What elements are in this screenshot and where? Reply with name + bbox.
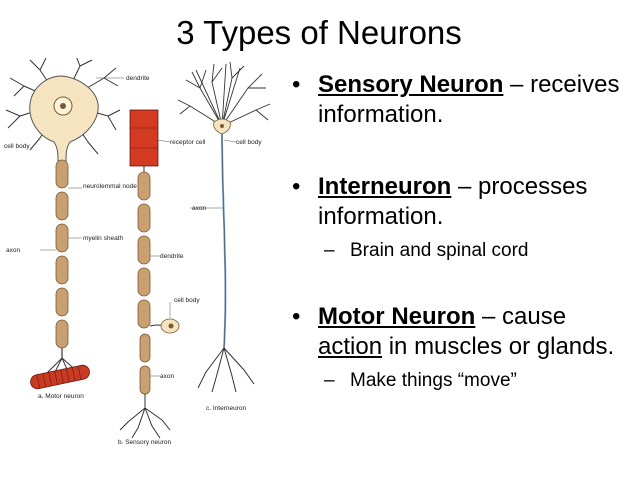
desc-interneuron: – processes information. — [318, 173, 588, 230]
motor-neuron-drawing — [5, 58, 121, 390]
sub-bullet-interneuron: – Brain and spinal cord — [292, 238, 632, 264]
term-interneuron: Interneuron — [318, 173, 452, 200]
label-cell-body-mid: cell body — [174, 297, 200, 304]
bullet-dot: • — [292, 173, 301, 200]
label-dendrite-top: dendrite — [126, 75, 150, 82]
slide-title: 3 Types of Neurons — [176, 14, 462, 51]
bullet-dot: • — [292, 71, 301, 98]
caption-motor-neuron: a. Motor neuron — [38, 393, 84, 400]
desc-sensory-neuron: – receives information. — [318, 71, 620, 128]
sensory-neuron-drawing — [119, 109, 180, 439]
label-dendrite-mid: dendrite — [160, 253, 184, 260]
interneuron-drawing — [177, 61, 271, 393]
sub-text-motor-neuron: Make things “move” — [350, 370, 517, 391]
bullet-list: • Sensory Neuron – receives information.… — [292, 70, 632, 394]
label-cell-body-right: cell body — [236, 139, 262, 146]
desc-motor-neuron-action: action — [318, 333, 383, 360]
caption-interneuron: c. Interneuron — [206, 405, 246, 412]
term-sensory-neuron: Sensory Neuron — [318, 71, 504, 98]
bullet-motor-neuron: • Motor Neuron – cause action in muscles… — [292, 302, 632, 362]
neuron-types-illustration: dendrite cell body receptor cell cell bo… — [4, 58, 271, 446]
desc-motor-neuron-b: in muscles or glands. — [382, 333, 615, 360]
bullet-interneuron: • Interneuron – processes information. — [292, 172, 632, 232]
sub-dash: – — [324, 370, 335, 391]
label-cell-body-left: cell body — [4, 143, 30, 150]
sub-bullet-motor-neuron: – Make things “move” — [292, 368, 632, 394]
label-receptor-cell: receptor cell — [170, 139, 206, 146]
term-motor-neuron: Motor Neuron — [318, 303, 476, 330]
sub-text-interneuron: Brain and spinal cord — [350, 240, 529, 261]
label-myelin-sheath: myelin sheath — [83, 235, 123, 242]
label-axon-mid: axon — [192, 205, 206, 212]
label-neurolemmal-node: neurolemmal node — [83, 183, 137, 190]
bullet-dot: • — [292, 303, 301, 330]
sub-dash: – — [324, 240, 335, 261]
label-axon-left: axon — [6, 247, 20, 254]
caption-sensory-neuron: b. Sensory neuron — [118, 439, 172, 446]
desc-motor-neuron-a: – cause — [475, 303, 567, 330]
label-axon-low: axon — [160, 373, 174, 380]
bullet-sensory-neuron: • Sensory Neuron – receives information. — [292, 70, 632, 130]
